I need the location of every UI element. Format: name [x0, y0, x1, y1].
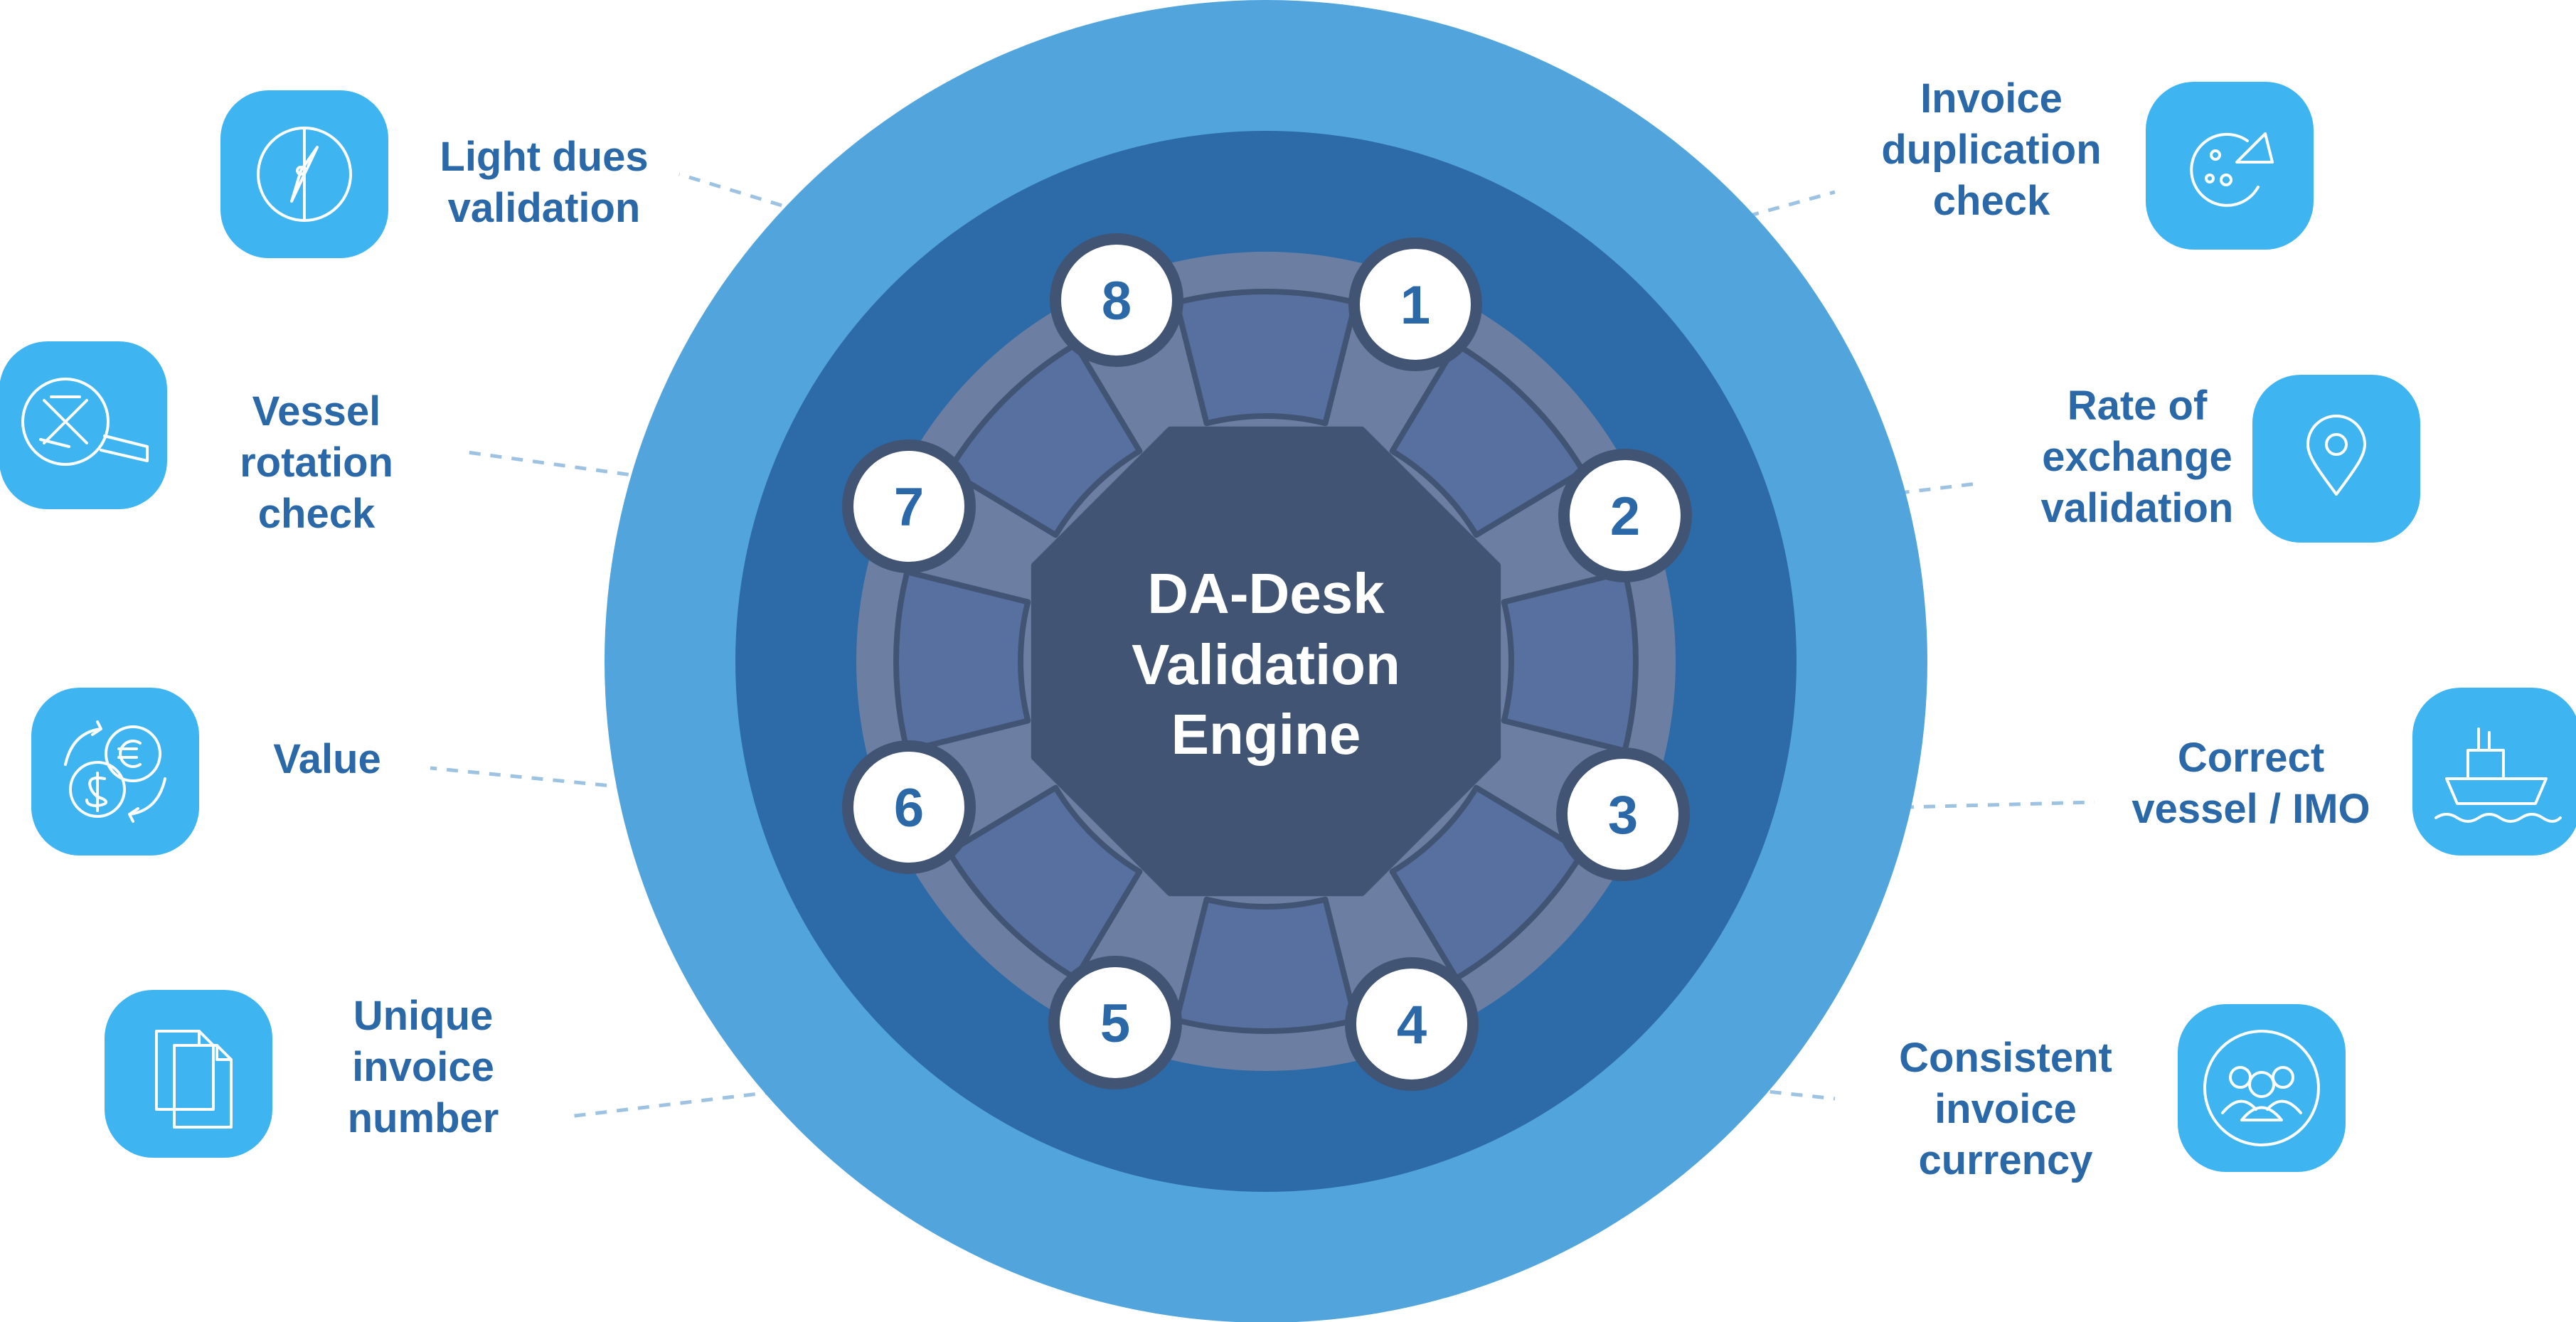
step-number: 2	[1610, 486, 1640, 547]
badge-circle	[842, 439, 976, 573]
step-6-label-line-1: Value	[273, 736, 381, 782]
segment-tile	[893, 569, 1031, 754]
icon-tile	[105, 990, 272, 1158]
segment-tile	[1173, 289, 1358, 427]
step-badge-2: 2	[1558, 449, 1692, 582]
badge-circle	[1558, 449, 1692, 582]
group-icon	[2178, 1004, 2346, 1172]
step-7-label-line-3: check	[258, 491, 376, 537]
map-pin-icon	[2252, 375, 2420, 543]
step-number: 6	[894, 778, 924, 838]
segment-tile	[1501, 569, 1639, 754]
engine-title-line-2: Validation	[1132, 633, 1400, 696]
step-badge-4: 4	[1345, 957, 1479, 1091]
step-badge-6: 6	[842, 740, 976, 874]
step-4-label-line-3: currency	[1918, 1137, 2092, 1183]
pizza-chart-icon	[2146, 82, 2314, 250]
step-badge-8: 8	[1050, 233, 1183, 367]
step-number: 4	[1397, 995, 1427, 1055]
connector-line-1	[1603, 190, 1836, 258]
segment-tile	[1389, 784, 1586, 981]
engine-title-line-3: Engine	[1171, 703, 1361, 766]
magnifier-x-icon	[0, 341, 167, 509]
step-5-label-line-2: invoice	[352, 1044, 494, 1090]
step-badge-3: 3	[1556, 747, 1690, 881]
segment-tile	[1389, 341, 1586, 538]
badge-circle	[1556, 747, 1690, 881]
icon-tile	[2412, 688, 2576, 855]
step-3-label-line-1: Correct	[2178, 735, 2324, 781]
step-badge-1: 1	[1348, 238, 1482, 371]
step-2-label-line-1: Rate of	[2067, 383, 2208, 429]
step-number: 5	[1100, 993, 1130, 1054]
compass-icon	[220, 90, 388, 258]
hub-octagon	[1031, 426, 1501, 897]
step-number: 1	[1400, 275, 1430, 336]
icon-tile	[2178, 1004, 2346, 1172]
badge-circle	[842, 740, 976, 874]
center-hub	[1031, 426, 1501, 897]
step-8-label-line-2: validation	[448, 185, 641, 231]
icon-tile	[31, 688, 199, 855]
step-7-label-line-1: Vessel	[252, 388, 381, 435]
step-2-label-line-3: validation	[2041, 485, 2234, 531]
step-badge-7: 7	[842, 439, 976, 573]
step-number: 8	[1102, 271, 1132, 331]
currency-exchange-icon	[31, 688, 199, 855]
icon-tile	[2252, 375, 2420, 543]
step-number: 3	[1608, 785, 1638, 846]
engine-title-line-1: DA-Desk	[1147, 562, 1385, 625]
step-badges: 1 2 3 4 5 6 7 8	[842, 233, 1692, 1091]
step-1-label-line-1: Invoice	[1920, 75, 2063, 122]
step-4-label-line-2: invoice	[1934, 1086, 2077, 1132]
step-1-label-line-2: duplication	[1881, 127, 2101, 173]
ship-icon	[2412, 688, 2576, 855]
step-3-label-line-2: vessel / IMO	[2131, 786, 2370, 832]
step-badge-5: 5	[1048, 956, 1182, 1089]
step-8-label-line-1: Light dues	[440, 134, 648, 180]
step-icons	[0, 82, 2576, 1172]
step-5-label-line-1: Unique	[353, 993, 494, 1039]
step-1-label-line-3: check	[1933, 178, 2050, 224]
badge-circle	[1348, 238, 1482, 371]
step-number: 7	[894, 477, 924, 538]
badge-circle	[1345, 957, 1479, 1091]
badge-circle	[1048, 956, 1182, 1089]
icon-tile	[0, 341, 167, 509]
step-7-label-line-2: rotation	[240, 439, 393, 486]
documents-icon	[105, 990, 272, 1158]
connector-line-5	[568, 1072, 925, 1119]
connector-line-2	[1770, 481, 1978, 511]
segment-ring	[893, 289, 1639, 1034]
segment-tile	[1173, 896, 1358, 1034]
step-2-label-line-2: exchange	[2042, 434, 2232, 480]
step-5-label-line-3: number	[348, 1095, 499, 1141]
step-4-label-line-1: Consistent	[1899, 1035, 2112, 1081]
icon-tile	[2146, 82, 2314, 250]
badge-circle	[1050, 233, 1183, 367]
